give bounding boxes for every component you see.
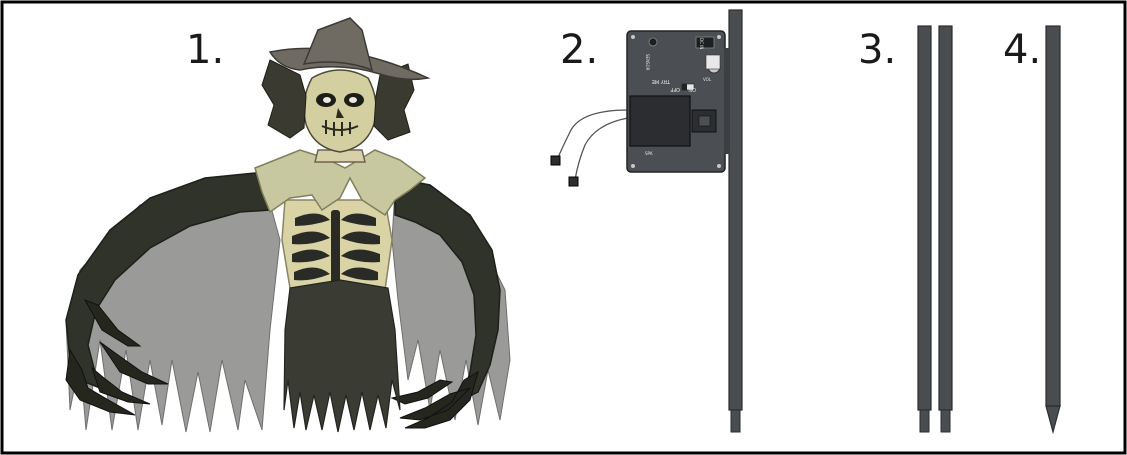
part-label-1: 1. — [186, 30, 224, 70]
speaker-label: SPK — [645, 151, 653, 156]
volume-label: VOL — [703, 77, 712, 82]
scarecrow-head — [304, 70, 376, 152]
switch-mode-label: TRY ME — [652, 78, 671, 84]
sensor-jack-icon — [649, 38, 657, 46]
switch-off-label: OFF — [670, 86, 680, 92]
wire-plug-1 — [551, 156, 560, 165]
stake-shaft — [1046, 26, 1060, 406]
part-label-2: 2. — [560, 30, 598, 70]
pole-main — [729, 10, 742, 410]
pole-middle-a — [918, 26, 931, 410]
screw-icon — [631, 35, 635, 39]
sensor-label: SENSOR — [645, 54, 650, 71]
wire-plug-2 — [569, 177, 578, 186]
pole-middle-a-connector — [920, 410, 929, 432]
battery-contact — [699, 116, 710, 126]
part-label-3: 3. — [858, 30, 896, 70]
switch-on-label: ON — [688, 86, 696, 92]
mode-switch-slider[interactable] — [682, 84, 687, 90]
pole-main-connector — [731, 410, 740, 432]
dc-power-jack-icon — [696, 37, 714, 48]
screw-icon — [717, 164, 721, 168]
stake-pole — [1046, 26, 1060, 432]
part-label-4: 4. — [1003, 30, 1041, 70]
speaker-block — [630, 96, 690, 146]
screw-icon — [717, 35, 721, 39]
eye-left-glow — [323, 97, 331, 103]
info-sticker — [706, 55, 720, 69]
dc-in-label: DC IN — [699, 38, 704, 49]
screw-icon — [631, 164, 635, 168]
pole-middle-b-connector — [941, 410, 950, 432]
pole-middle-b — [939, 26, 952, 410]
eye-right-glow — [349, 97, 357, 103]
box-clip — [724, 48, 730, 154]
